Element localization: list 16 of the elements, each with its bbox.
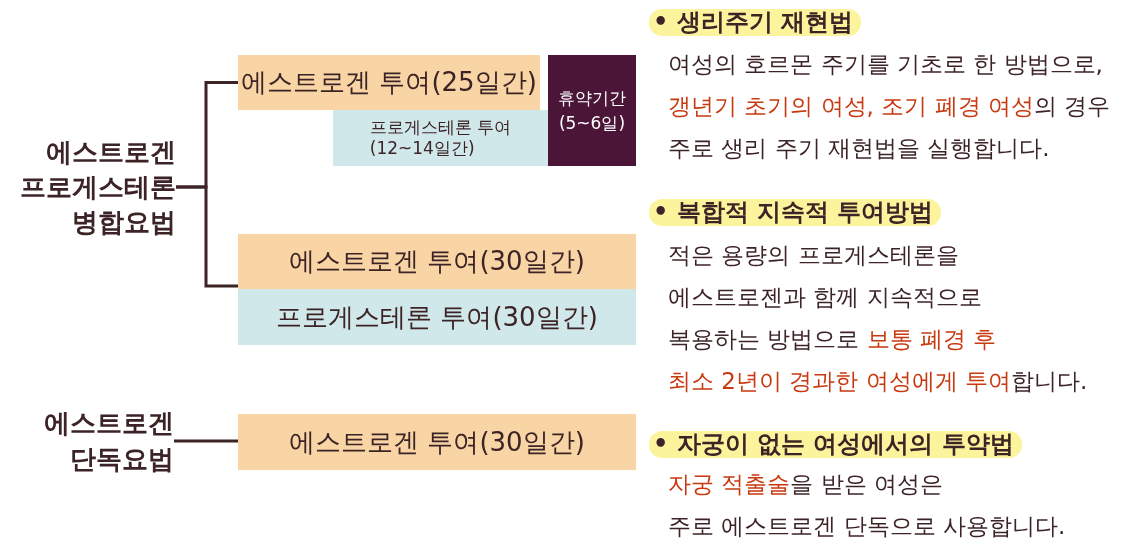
description-text: 자궁 적출술을 받은 여성은 주로 에스트로겐 단독으로 사용합니다. xyxy=(668,470,1066,541)
schedule-bar: 에스트로겐 투여(30일간) xyxy=(238,234,636,289)
highlighted-heading: • 생리주기 재현법 xyxy=(649,8,862,36)
schedule-bar: 에스트로겐 투여(25일간) xyxy=(238,55,540,110)
bracket-line xyxy=(176,185,238,288)
therapy-label: 에스트로겐 프로게스테론 병합요법 xyxy=(20,134,176,240)
description-text: 적은 용량의 프로게스테론을 에스트로젠과 함께 지속적으로 복용하는 방법으로 보통 폐경 후 최소 2년이 경과한 여성에게 투여합니다. xyxy=(668,241,1088,396)
connector-line xyxy=(174,439,238,443)
rest-period-block: 휴약기간 (5~6일) xyxy=(548,55,636,166)
schedule-bar: 프로게스테론 투여(30일간) xyxy=(238,289,636,345)
schedule-bar: 에스트로겐 투여(30일간) xyxy=(238,414,636,470)
highlighted-heading: • 자궁이 없는 여성에서의 투약법 xyxy=(649,430,1022,458)
therapy-label: 에스트로겐 단독요법 xyxy=(44,405,174,477)
description-text: 여성의 호르몬 주기를 기초로 한 방법으로, 갱년기 초기의 여성, 조기 폐경 여성의 경우 주로 생리 주기 재현법을 실행합니다. xyxy=(668,50,1111,163)
schedule-bar: 프로게스테론 투여 (12~14일간) xyxy=(333,110,548,166)
highlighted-heading: • 복합적 지속적 투여방법 xyxy=(649,198,942,226)
